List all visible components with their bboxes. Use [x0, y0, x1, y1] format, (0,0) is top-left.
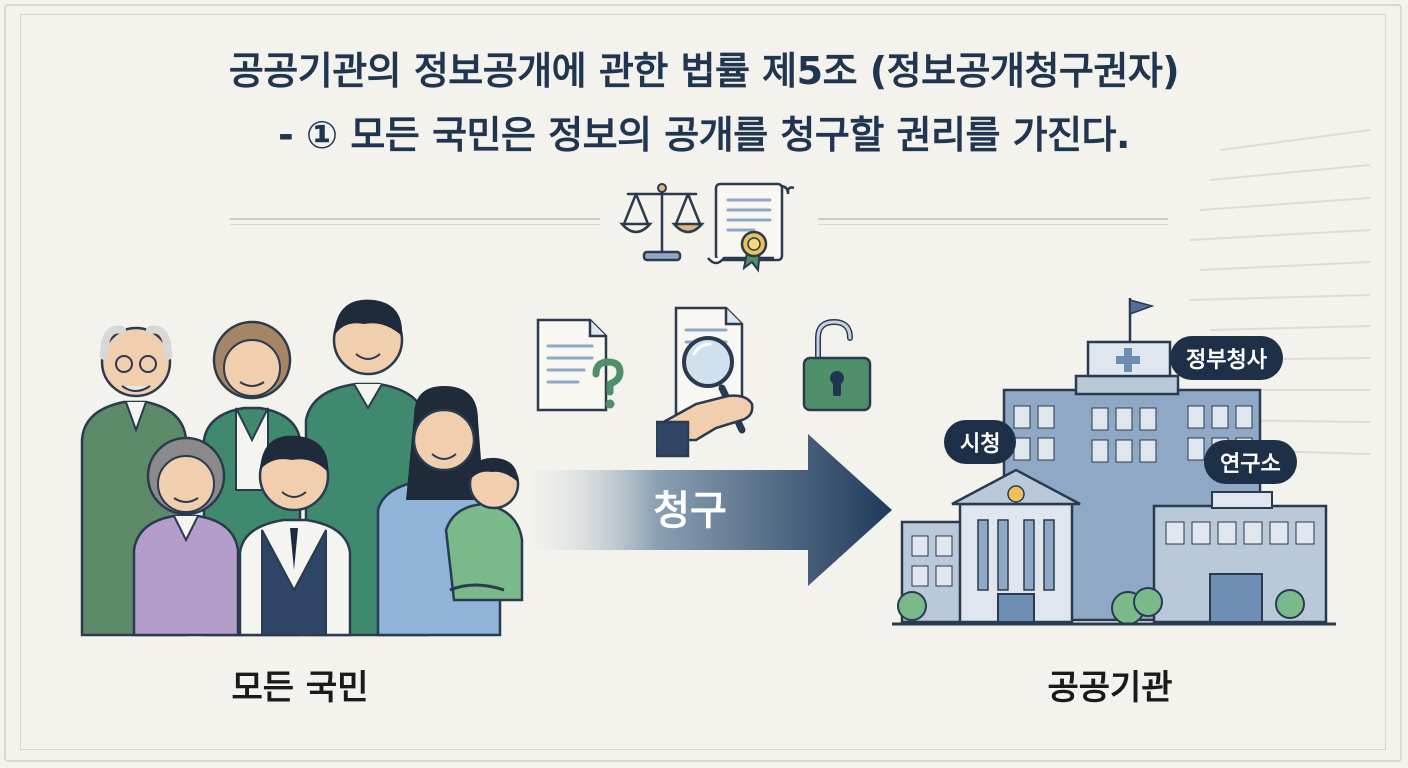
mother-with-child — [376, 386, 524, 637]
arrow-label: 청구 — [653, 488, 727, 534]
title-line-2: - ① 모든 국민은 정보의 공개를 청구할 권리를 가진다. — [278, 113, 1130, 157]
citizens-illustration — [80, 299, 524, 637]
label-research-institute: 연구소 — [1204, 440, 1297, 484]
citizens-caption: 모든 국민 — [231, 668, 369, 708]
inner-frame — [20, 14, 1386, 750]
divider-right — [818, 218, 1168, 225]
request-arrow — [530, 434, 892, 586]
scale-icon — [619, 183, 705, 262]
divider-left — [230, 218, 600, 225]
label-government-complex: 정부청사 — [1170, 336, 1283, 380]
label-city-hall: 시청 — [944, 420, 1017, 464]
magnifier-document-icon — [656, 306, 754, 458]
student — [238, 435, 352, 637]
grandmother — [132, 436, 240, 637]
document-question-icon — [536, 318, 624, 412]
outer-frame — [4, 4, 1402, 762]
title-line-1: 공공기관의 정보공개에 관한 법률 제5조 (정보공개청구권자) — [228, 49, 1180, 93]
document-seal-icon — [707, 182, 795, 273]
unlocked-padlock-icon — [802, 318, 872, 412]
institutions-caption: 공공기관 — [1047, 668, 1173, 708]
